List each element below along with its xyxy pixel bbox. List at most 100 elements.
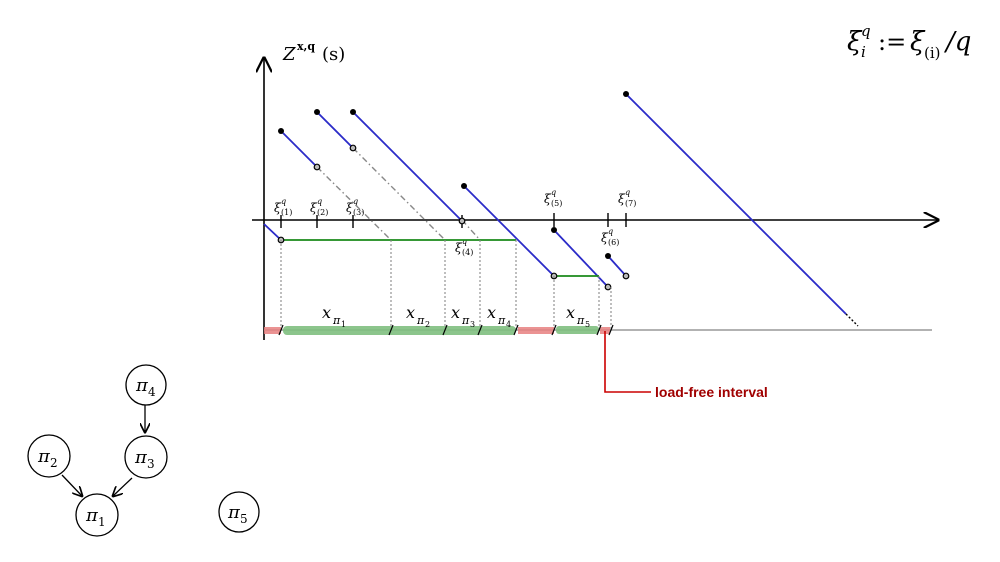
interval-label-pi4: x π 4 <box>487 303 511 329</box>
slash-1 <box>278 324 284 336</box>
point-open-2 <box>313 163 321 171</box>
node-pi3-sym: π <box>134 447 148 468</box>
xpi2-num: 2 <box>425 320 430 329</box>
y-label-z: Z <box>282 44 296 65</box>
red-band-3 <box>600 327 610 334</box>
xi-4-sub: (4) <box>462 248 473 257</box>
xi-7-sub: (7) <box>625 199 636 208</box>
xi-6-xi-sym: ξ <box>601 231 609 245</box>
xpi3-num: 3 <box>470 320 475 329</box>
point-filled-5 <box>551 227 557 233</box>
formula-sup-q: q <box>861 22 871 40</box>
dashed-projections <box>316 147 481 241</box>
dashdot-line-3 <box>461 219 481 241</box>
graph-node-pi5: π 5 <box>218 491 260 533</box>
xi-6-sup: q <box>608 227 613 236</box>
dashdot-line-2 <box>352 147 446 241</box>
xpi5-num: 5 <box>585 320 590 329</box>
node-pi5-sym: π <box>227 502 241 523</box>
xi-label-6: ξ q (6) <box>601 227 619 247</box>
load-free-label: load-free interval <box>655 384 768 400</box>
point-open-6 <box>604 283 612 291</box>
xi-4-xi-sym: ξ <box>455 241 463 255</box>
formula-xi2: ξ <box>910 27 926 57</box>
xi-label-5: ξ q (5) <box>544 188 562 208</box>
formula-assign: := <box>878 28 906 56</box>
node-pi4-circle <box>125 364 167 406</box>
node-pi2-sym: π <box>37 446 51 467</box>
blue-seg-5 <box>553 229 609 288</box>
xpi2-x: x <box>406 303 415 322</box>
formula-sub-i: i <box>861 43 866 61</box>
green-band-2 <box>556 326 599 334</box>
xi-5-xi-sym: ξ <box>544 192 552 206</box>
graph-node-pi1: π 1 <box>75 493 119 537</box>
graph-node-pi2: π 2 <box>27 434 71 478</box>
formula-slash-q: /q <box>943 27 971 57</box>
graph-edges <box>61 405 145 496</box>
blue-seg-7 <box>625 93 847 315</box>
interval-label-pi2: x π 2 <box>406 303 430 329</box>
node-pi1-sub: 1 <box>98 515 106 529</box>
xi-label-4: ξ q (4) <box>455 237 473 257</box>
y-label-sup: x,q <box>297 40 315 53</box>
xi-tick-labels: ξ q (1) ξ q (2) ξ q (3) ξ q (4) ξ q (5) … <box>274 188 636 257</box>
green-band-1 <box>283 326 516 335</box>
point-filled-2 <box>314 109 320 115</box>
xi-3-sub: (3) <box>353 208 364 217</box>
xpi5-pi: π <box>576 314 585 327</box>
timeline-slashes <box>278 324 614 336</box>
xi-5-sub: (5) <box>551 199 562 208</box>
point-filled-3 <box>350 109 356 115</box>
y-axis-label: Z x,q (s) <box>282 40 345 65</box>
blue-seg-6 <box>607 255 627 277</box>
point-filled-4 <box>461 183 467 189</box>
node-pi5-circle <box>218 491 260 533</box>
node-pi1-circle <box>75 493 119 537</box>
graph-node-pi4: π 4 <box>125 364 167 406</box>
xi-6-sub: (6) <box>608 238 619 247</box>
xi-7-sup: q <box>625 188 630 197</box>
timeline-bands <box>264 326 610 335</box>
node-pi3-circle <box>124 435 168 479</box>
blue-segments <box>263 93 847 315</box>
blue-seg-3 <box>352 111 463 222</box>
point-filled-7 <box>623 91 629 97</box>
xi-label-7: ξ q (7) <box>618 188 636 208</box>
slash-5 <box>513 324 519 336</box>
slash-7 <box>596 324 602 336</box>
xi-5-sup: q <box>551 188 556 197</box>
load-free-callout: load-free interval <box>604 331 768 400</box>
xi-1-sup: q <box>281 197 286 206</box>
point-filled-6 <box>605 253 611 259</box>
xi-3-sup: q <box>353 197 358 206</box>
xi-2-xi-sym: ξ <box>310 201 318 215</box>
edge-pi3-pi1 <box>113 477 133 496</box>
xpi1-x: x <box>322 303 331 322</box>
point-open-3 <box>349 144 357 152</box>
xi-label-3: ξ q (3) <box>346 197 364 217</box>
xpi4-num: 4 <box>506 320 511 329</box>
precedence-graph: π 4 π 2 π 3 π 1 π 5 <box>27 364 260 537</box>
xpi1-num: 1 <box>341 320 346 329</box>
interval-label-pi1: x π 1 <box>322 303 346 329</box>
formula-xi: ξ <box>847 27 863 57</box>
slash-4 <box>477 324 483 336</box>
node-pi4-sub: 4 <box>148 385 156 399</box>
graph-node-pi3: π 3 <box>124 435 168 479</box>
formula-sub-paren-i: (i) <box>924 44 941 62</box>
slash-6 <box>551 324 557 336</box>
points <box>277 91 630 291</box>
xi-2-sup: q <box>317 197 322 206</box>
xi-1-sub: (1) <box>281 208 292 217</box>
drop-lines <box>280 240 612 330</box>
slash-8 <box>608 324 614 336</box>
blue-seg-1 <box>280 130 318 168</box>
continuation-dots <box>845 313 859 327</box>
xpi4-x: x <box>487 303 496 322</box>
point-open-7 <box>622 272 630 280</box>
blue-seg-4 <box>463 185 555 277</box>
xi-3-xi-sym: ξ <box>346 201 354 215</box>
